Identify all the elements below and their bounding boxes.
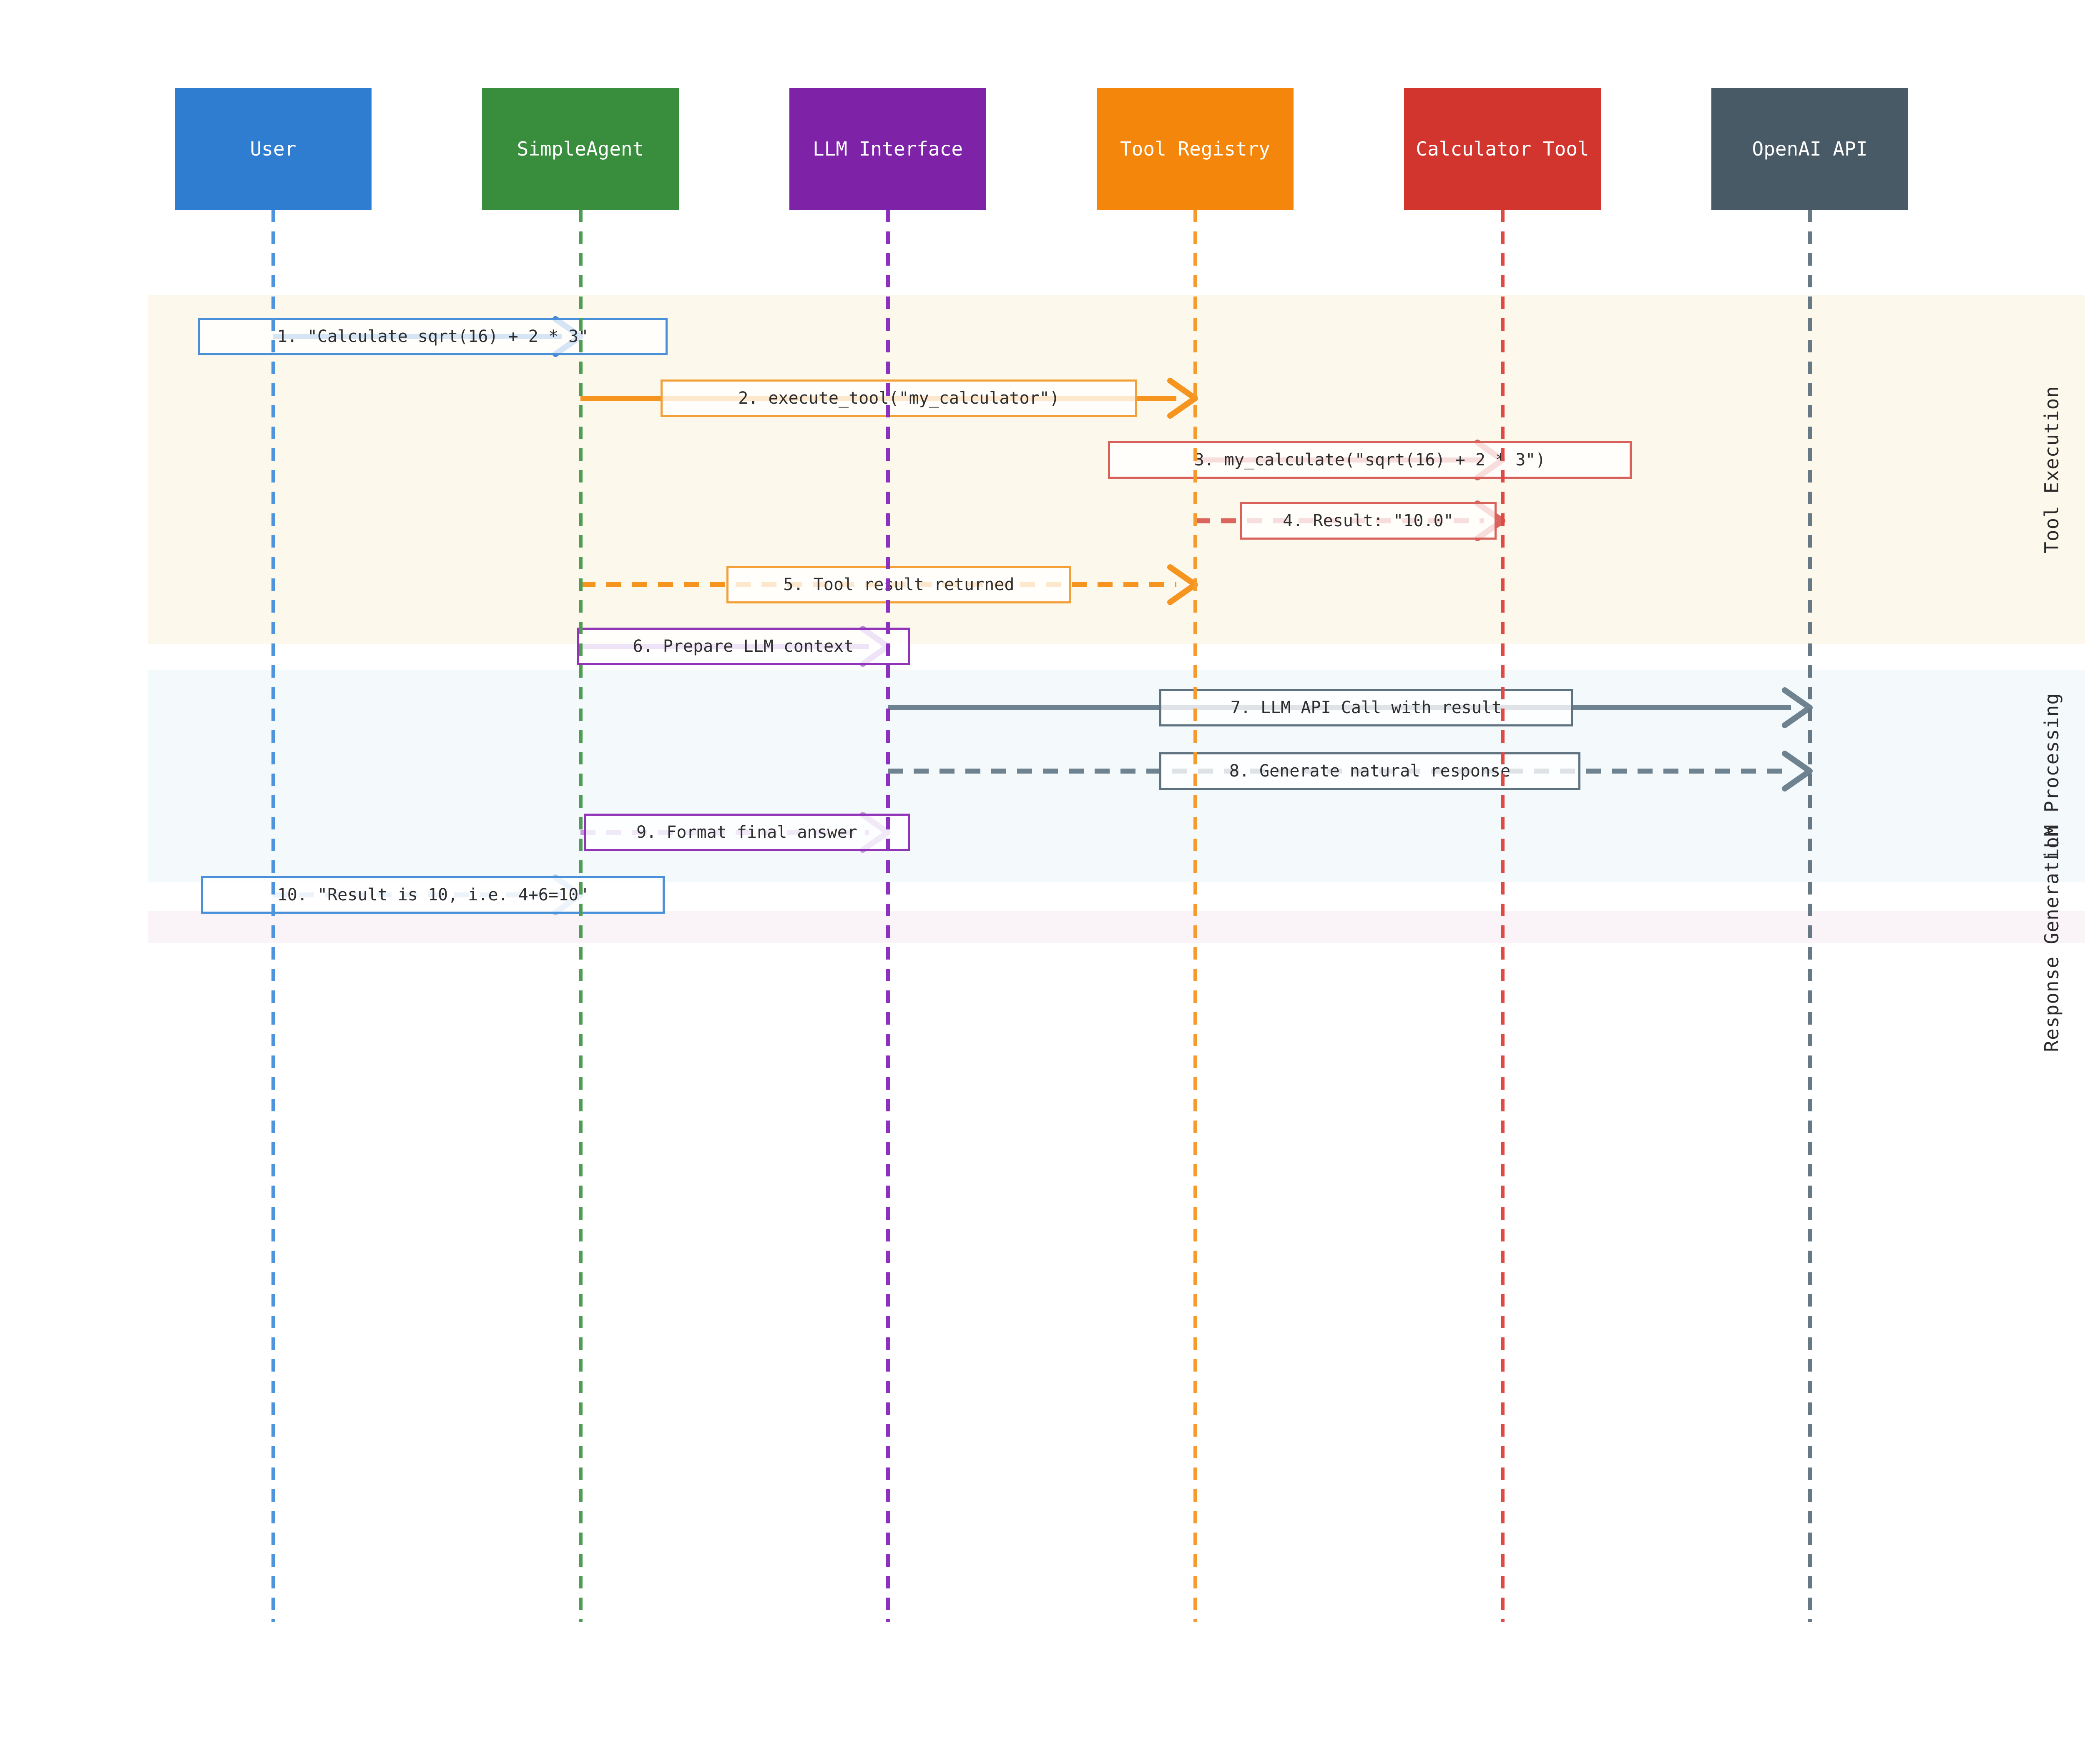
actor-label: OpenAI API [1752,138,1868,160]
message-label: 7. LLM API Call with result [1230,698,1502,717]
message-box-8: 8. Generate natural response [1159,752,1580,790]
actor-calculator-tool: Calculator Tool [1404,88,1601,210]
actor-simpleagent: SimpleAgent [482,88,679,210]
lifeline-simpleagent [579,210,583,1622]
section-label-tool-execution: Tool Execution [2040,386,2063,553]
message-box-6: 6. Prepare LLM context [577,628,910,665]
message-label: 4. Result: "10.0" [1283,511,1454,530]
actor-llm-interface: LLM Interface [789,88,986,210]
section-label-response-generation: Response Generation [2040,824,2063,1052]
message-box-7: 7. LLM API Call with result [1159,689,1573,726]
message-box-3: 3. my_calculate("sqrt(16) + 2 * 3") [1108,441,1632,479]
actor-label: LLM Interface [812,138,963,160]
message-box-9: 9. Format final answer [584,814,910,851]
band-response-generation [148,911,2085,943]
lifeline-llm-interface [886,210,890,1622]
actor-openai-api: OpenAI API [1711,88,1908,210]
message-label: 5. Tool result returned [783,575,1015,594]
message-box-5: 5. Tool result returned [726,566,1071,603]
message-label: 1. "Calculate sqrt(16) + 2 * 3" [277,327,589,346]
message-label: 8. Generate natural response [1229,761,1511,781]
message-label: 3. my_calculate("sqrt(16) + 2 * 3") [1194,450,1546,470]
actor-label: Calculator Tool [1416,138,1589,160]
message-label: 6. Prepare LLM context [633,637,854,656]
actor-user: User [175,88,372,210]
message-box-10: 10. "Result is 10, i.e. 4+6=10" [201,876,665,914]
message-label: 2. execute_tool("my_calculator") [738,389,1060,408]
message-label: 9. Format final answer [636,823,857,842]
message-label: 10. "Result is 10, i.e. 4+6=10" [277,885,589,905]
actor-tool-registry: Tool Registry [1097,88,1294,210]
lifeline-openai-api [1808,210,1812,1622]
message-box-1: 1. "Calculate sqrt(16) + 2 * 3" [198,318,668,355]
actor-label: SimpleAgent [517,138,644,160]
message-box-4: 4. Result: "10.0" [1240,502,1497,540]
lifeline-user [271,210,275,1622]
lifeline-tool-registry [1193,210,1197,1622]
actor-label: User [250,138,296,160]
lifeline-calculator-tool [1501,210,1505,1622]
actor-label: Tool Registry [1120,138,1271,160]
message-box-2: 2. execute_tool("my_calculator") [661,379,1137,417]
